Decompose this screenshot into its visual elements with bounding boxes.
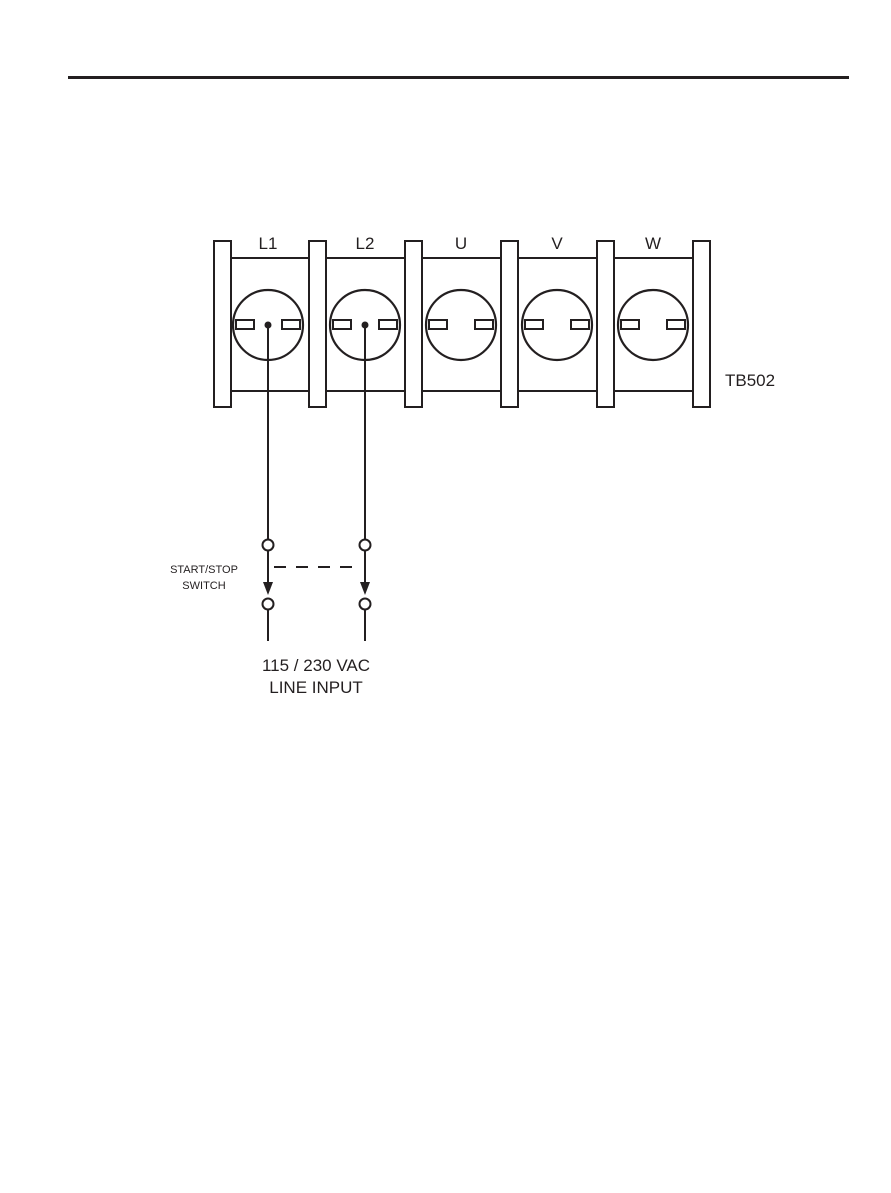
screw-slot-left (525, 320, 543, 329)
terminal-label-v: V (551, 234, 563, 253)
line-input-label-line1: 115 / 230 VAC (262, 656, 370, 675)
terminal-label-u: U (455, 234, 467, 253)
switch-arrow-l1 (263, 582, 273, 595)
screw-slot-right (667, 320, 685, 329)
barrier (214, 241, 231, 407)
screw-slot-left (236, 320, 254, 329)
header-rule (68, 76, 849, 79)
terminal-block-label: TB502 (725, 371, 775, 390)
screw-slot-left (333, 320, 351, 329)
screw-slot-right (571, 320, 589, 329)
start-stop-switch (263, 540, 371, 610)
switch-arrow-l2 (360, 582, 370, 595)
screw-slot-left (429, 320, 447, 329)
switch-contact-bottom-l1 (263, 599, 274, 610)
switch-label-line2: SWITCH (182, 580, 225, 592)
terminal-label-w: W (645, 234, 661, 253)
switch-label-line1: START/STOP (170, 564, 238, 576)
terminal-label-l1: L1 (259, 234, 278, 253)
switch-contact-bottom-l2 (360, 599, 371, 610)
screw-slot-right (282, 320, 300, 329)
screw-slot-left (621, 320, 639, 329)
screw-slot-right (475, 320, 493, 329)
barrier (693, 241, 710, 407)
barrier (597, 241, 614, 407)
switch-contact-top-l1 (263, 540, 274, 551)
barrier (501, 241, 518, 407)
line-input-label-line2: LINE INPUT (269, 678, 363, 697)
switch-contact-top-l2 (360, 540, 371, 551)
terminal-label-l2: L2 (356, 234, 375, 253)
barrier (309, 241, 326, 407)
barrier (405, 241, 422, 407)
screw-slot-right (379, 320, 397, 329)
